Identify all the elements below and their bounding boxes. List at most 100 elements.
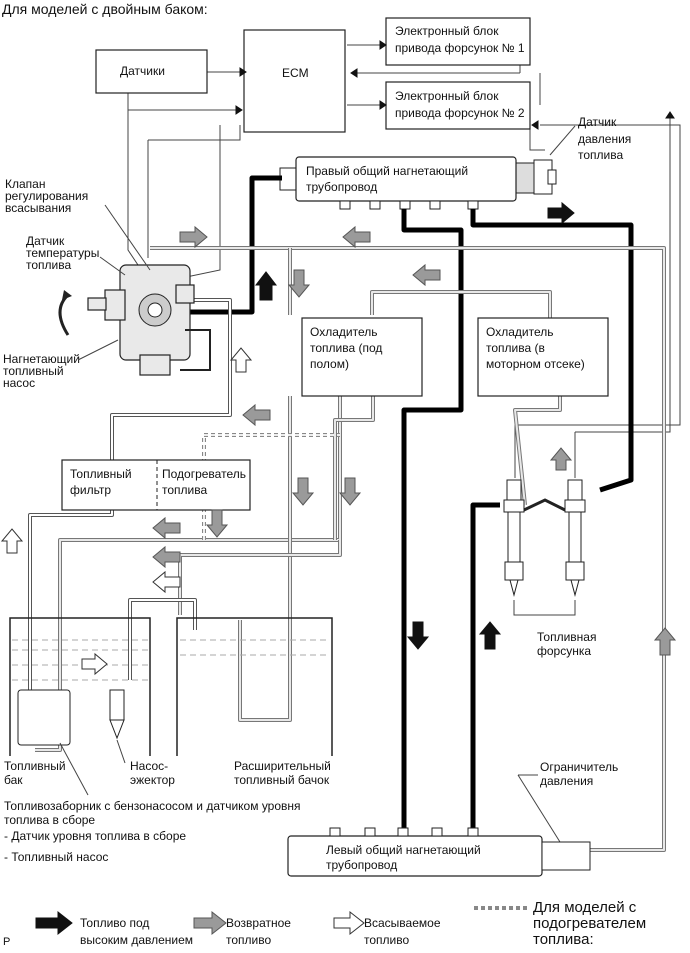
edu2-label-2: привода форсунок № 2 bbox=[395, 106, 525, 120]
wire-arrow bbox=[379, 40, 387, 50]
injector-label-1: Топливная bbox=[537, 630, 596, 644]
arrow-right-black bbox=[547, 201, 575, 225]
expansion-label-1: Расширительный bbox=[234, 759, 331, 773]
sender-label-1: Топливозаборник с бензонасосом и датчико… bbox=[4, 799, 301, 813]
ejector-label-1: Насос- bbox=[130, 759, 168, 773]
cooler-engine-label-3: моторном отсеке) bbox=[486, 357, 585, 371]
arrow-return bbox=[205, 509, 229, 538]
pump-label-3: насос bbox=[3, 376, 35, 390]
wire-arrow bbox=[239, 67, 247, 77]
high-pressure-lines bbox=[180, 175, 634, 835]
sender-label-3: - Датчик уровня топлива в сборе bbox=[4, 829, 186, 843]
limiter-label-1: Ограничитель bbox=[540, 760, 618, 774]
sender-label-2: топлива в сборе bbox=[4, 813, 95, 827]
expansion-label-2: топливный бачок bbox=[234, 773, 330, 787]
right-common-rail bbox=[279, 156, 517, 210]
arrow-up-black bbox=[478, 621, 502, 650]
arrow-up-black bbox=[254, 271, 278, 301]
corner-mark: P bbox=[3, 936, 10, 948]
arrow-return bbox=[338, 477, 362, 506]
temp-sensor-label-2: температуры bbox=[26, 246, 99, 260]
right-rail-label-1: Правый общий нагнетающий bbox=[306, 164, 468, 178]
legend-hp-arrow bbox=[35, 910, 73, 936]
legend-return-label-1: Возвратное bbox=[226, 916, 291, 930]
arrow-return bbox=[152, 545, 181, 569]
arrow-return bbox=[549, 447, 573, 471]
injector-label-2: форсунка bbox=[537, 644, 591, 658]
wire-arrow bbox=[665, 111, 675, 119]
cooler-engine-bay bbox=[477, 317, 609, 397]
heater-label-1: Подогреватель bbox=[162, 467, 246, 481]
legend-hp-label-1: Топливо под bbox=[80, 916, 149, 930]
arrow-return bbox=[342, 225, 371, 249]
pump-label-2: топливный bbox=[3, 364, 64, 378]
tank-label-2: бак bbox=[4, 773, 23, 787]
heater-label-2: топлива bbox=[162, 483, 207, 497]
arrow-return bbox=[179, 225, 208, 249]
arrow-return bbox=[291, 477, 315, 506]
legend-suction-arrow bbox=[333, 910, 365, 936]
temp-sensor-label-1: Датчик bbox=[26, 234, 65, 248]
pump-label-1: Нагнетающий bbox=[3, 352, 80, 366]
pressure-sensor-label-2: давления bbox=[578, 132, 631, 146]
pressure-sensor-label-3: топлива bbox=[578, 148, 623, 162]
arrow-down-black bbox=[406, 621, 430, 650]
cooler-under-label-3: полом) bbox=[310, 357, 349, 371]
left-rail-label-2: трубопровод bbox=[326, 858, 397, 872]
wire-arrow bbox=[350, 68, 358, 78]
filter-label-2: фильтр bbox=[70, 483, 111, 497]
scv-label-3: всасывания bbox=[5, 201, 71, 215]
wire-arrow bbox=[531, 120, 539, 130]
ecm-label: ECM bbox=[282, 66, 309, 80]
page-title: Для моделей с двойным баком: bbox=[2, 1, 208, 17]
legend-hp-label-2: высоким давлением bbox=[80, 933, 193, 947]
legend-suction-label-2: топливо bbox=[364, 933, 409, 947]
legend-heater-label-2: подогревателем bbox=[533, 915, 646, 932]
edu2-box bbox=[385, 81, 531, 130]
pressure-sensor bbox=[515, 159, 557, 195]
supply-pump bbox=[58, 264, 211, 376]
edu1-label-1: Электронный блок bbox=[395, 24, 499, 38]
cooler-under-label-1: Охладитель bbox=[310, 325, 377, 339]
legend-return-arrow bbox=[193, 910, 227, 936]
fuel-filter-box bbox=[61, 459, 251, 511]
fuel-injectors bbox=[503, 479, 586, 597]
cooler-engine-label-2: топлива (в bbox=[486, 341, 545, 355]
left-rail-label-1: Левый общий нагнетающий bbox=[326, 843, 481, 857]
cooler-under-floor bbox=[301, 317, 423, 397]
limiter-label-2: давления bbox=[540, 774, 593, 788]
fuel-tank bbox=[9, 617, 151, 756]
edu1-label-2: привода форсунок № 1 bbox=[395, 41, 525, 55]
scv-label-2: регулирования bbox=[5, 189, 88, 203]
pressure-sensor-label-1: Датчик bbox=[578, 115, 617, 129]
arrow-suction bbox=[0, 528, 24, 554]
arrow-return bbox=[152, 516, 181, 540]
arrow-return bbox=[242, 403, 271, 427]
legend-heater-label-1: Для моделей с bbox=[533, 899, 637, 916]
arrow-return bbox=[412, 263, 441, 287]
filter-label-1: Топливный bbox=[70, 467, 132, 481]
cooler-engine-label-1: Охладитель bbox=[486, 325, 553, 339]
legend-suction-label-1: Всасываемое bbox=[364, 916, 441, 930]
sensors-box bbox=[95, 49, 208, 94]
wire-arrow bbox=[379, 100, 387, 110]
arrow-suction bbox=[229, 347, 253, 373]
legend-return-label-2: топливо bbox=[226, 933, 271, 947]
ecm-box bbox=[243, 29, 346, 133]
legend-heater-label-3: топлива: bbox=[533, 931, 594, 948]
arrow-suction bbox=[152, 570, 181, 594]
sender-label-4: - Топливный насос bbox=[4, 850, 108, 864]
arrow-return bbox=[653, 627, 677, 656]
edu2-label-1: Электронный блок bbox=[395, 89, 499, 103]
scv-label-1: Клапан bbox=[5, 177, 45, 191]
cooler-under-label-2: топлива (под bbox=[310, 341, 382, 355]
temp-sensor-label-3: топлива bbox=[26, 258, 71, 272]
ejector-label-2: эжектор bbox=[130, 773, 175, 787]
edu1-box bbox=[385, 17, 531, 66]
flow-arrows bbox=[0, 201, 677, 676]
tank-label-1: Топливный bbox=[4, 759, 66, 773]
sensors-label: Датчики bbox=[120, 64, 165, 78]
expansion-tank bbox=[176, 617, 333, 756]
wire-arrow bbox=[235, 105, 243, 115]
arrow-return bbox=[287, 269, 311, 298]
